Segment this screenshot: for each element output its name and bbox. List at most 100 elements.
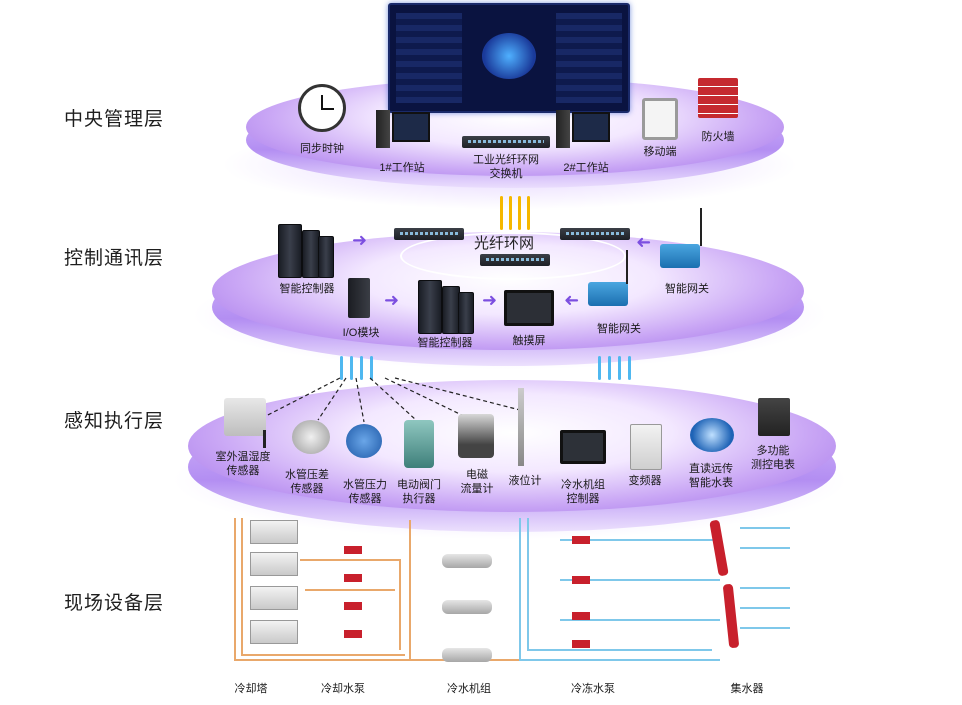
gateway-right-antenna — [700, 208, 702, 246]
gateway-right-icon — [660, 244, 700, 268]
ws1-screen — [392, 112, 430, 142]
label-io-module: I/O模块 — [342, 327, 380, 339]
valve-actuator-icon — [404, 420, 434, 468]
controller-left-rack-1 — [278, 224, 302, 278]
blue-link-right-3 — [618, 356, 621, 380]
arrow-controller-to-ring: ➜ — [352, 230, 368, 250]
chilled-pump-3 — [572, 612, 590, 620]
gateway-mid-antenna — [626, 250, 628, 284]
controller-mid-rack-3 — [458, 292, 474, 334]
dashboard-monitor — [388, 3, 630, 113]
outdoor-sensor-antenna — [263, 430, 266, 448]
chiller-unit-3 — [442, 648, 492, 662]
label-firewall: 防火墙 — [701, 131, 735, 143]
blue-link-right-1 — [598, 356, 601, 380]
ring-switch-left — [394, 228, 464, 240]
touchscreen-icon — [504, 290, 554, 326]
pressure-diff-sensor-icon — [292, 420, 330, 454]
label-outdoor-sensor: 室外温湿度 传感器 — [215, 451, 271, 477]
layer-title-central: 中央管理层 — [64, 109, 165, 130]
central-switch-icon — [462, 136, 550, 148]
label-controller-mid: 智能控制器 — [417, 337, 473, 349]
dashboard-center-icon — [482, 33, 536, 79]
blue-link-left-2 — [350, 356, 353, 380]
layer-title-control: 控制通讯层 — [64, 248, 165, 269]
label-chilled-pump: 冷冻水泵 — [571, 683, 615, 695]
power-meter-icon — [758, 398, 790, 436]
arrow-controller-mid-to-ring: ➜ — [482, 290, 498, 310]
pressure-sensor-icon — [346, 424, 382, 458]
cooling-pump-3 — [344, 602, 362, 610]
chiller-unit-2 — [442, 600, 492, 614]
clock-hand-hour — [321, 95, 323, 110]
controller-left-rack-3 — [318, 236, 334, 278]
fiber-link-4 — [527, 196, 530, 230]
blue-link-left-1 — [340, 356, 343, 380]
label-flowmeter: 电磁 流量计 — [460, 469, 494, 495]
chilled-pump-4 — [572, 640, 590, 648]
clock-icon — [298, 84, 346, 132]
ring-switch-bottom — [480, 254, 550, 266]
label-gateway-mid: 智能网关 — [597, 323, 641, 335]
layer-title-sensing: 感知执行层 — [64, 411, 165, 432]
label-workstation-1: 1#工作站 — [379, 162, 425, 174]
dashboard-panel-right — [556, 13, 622, 103]
outdoor-sensor-icon — [224, 398, 266, 436]
inverter-icon — [630, 424, 662, 470]
gateway-mid-icon — [588, 282, 628, 306]
arrow-io-to-controller: ➜ — [384, 290, 400, 310]
cooling-tower-4 — [250, 620, 298, 644]
io-module-icon — [348, 278, 370, 318]
label-chiller-ctrl: 冷水机组 控制器 — [561, 479, 605, 505]
level-gauge-icon — [518, 388, 524, 466]
chilled-pump-2 — [572, 576, 590, 584]
label-clock: 同步时钟 — [300, 143, 344, 155]
ring-label: 光纤环网 — [474, 235, 535, 252]
fiber-link-3 — [518, 196, 521, 230]
clock-hand-minute — [322, 108, 334, 110]
label-collector: 集水器 — [730, 683, 764, 695]
chiller-controller-icon — [560, 430, 606, 464]
label-central-switch: 工业光纤环网 交换机 — [473, 154, 539, 180]
label-cooling-pump: 冷却水泵 — [321, 683, 365, 695]
layer-title-field: 现场设备层 — [64, 593, 165, 614]
label-inverter: 变频器 — [628, 475, 662, 487]
blue-link-left-4 — [370, 356, 373, 380]
fiber-ring — [400, 232, 626, 280]
label-chiller: 冷水机组 — [447, 683, 491, 695]
chiller-unit-1 — [442, 554, 492, 568]
ws2-tower — [556, 110, 570, 148]
blue-link-left-3 — [360, 356, 363, 380]
label-level: 液位计 — [508, 475, 542, 487]
label-controller-left: 智能控制器 — [279, 283, 335, 295]
label-pressure: 水管压力 传感器 — [343, 479, 387, 505]
cooling-pump-2 — [344, 574, 362, 582]
fiber-link-1 — [500, 196, 503, 230]
label-water-meter: 直读远传 智能水表 — [689, 463, 733, 489]
firewall-icon — [698, 78, 738, 118]
label-workstation-2: 2#工作站 — [563, 162, 609, 174]
dashboard-panel-left — [396, 13, 462, 103]
blue-link-right-4 — [628, 356, 631, 380]
label-valve: 电动阀门 执行器 — [397, 479, 441, 505]
blue-link-right-2 — [608, 356, 611, 380]
controller-mid-rack-1 — [418, 280, 442, 334]
ws2-screen — [572, 112, 610, 142]
chilled-pump-1 — [572, 536, 590, 544]
cooling-pump-4 — [344, 630, 362, 638]
cooling-pump-1 — [344, 546, 362, 554]
label-touchscreen: 触摸屏 — [512, 335, 546, 347]
ws1-tower — [376, 110, 390, 148]
cooling-tower-3 — [250, 586, 298, 610]
label-pressure-diff: 水管压差 传感器 — [285, 469, 329, 495]
label-cooling-tower: 冷却塔 — [234, 683, 268, 695]
fiber-link-2 — [509, 196, 512, 230]
workstation-1-icon — [376, 110, 430, 156]
workstation-2-icon — [556, 110, 610, 156]
label-power-meter: 多功能 测控电表 — [751, 445, 795, 471]
water-meter-icon — [690, 418, 734, 452]
mobile-tablet-icon — [642, 98, 678, 140]
flowmeter-icon — [458, 414, 494, 458]
